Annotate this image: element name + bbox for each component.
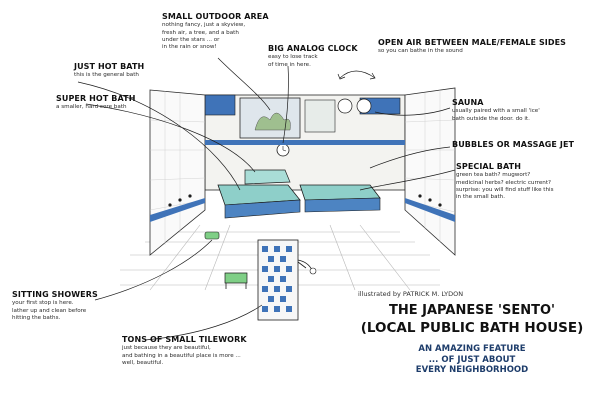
stool-icon xyxy=(204,231,220,240)
tree-icon xyxy=(254,112,291,131)
subtitle: AN AMAZING FEATURE ... OF JUST ABOUT EVE… xyxy=(415,344,529,376)
label-special-bath: SPECIAL BATH green tea bath? mugwort? me… xyxy=(456,162,554,201)
super-hot-bath xyxy=(244,169,291,185)
blue-tile-stripe-right xyxy=(405,198,455,222)
shower-head-icon xyxy=(297,259,313,271)
label-small-tilework: TONS OF SMALL TILEWORK just because they… xyxy=(122,335,247,367)
blue-panel-left xyxy=(204,94,236,116)
label-analog-clock: BIG ANALOG CLOCK easy to lose track of t… xyxy=(268,44,358,68)
label-sauna: SAUNA usually paired with a small 'ice' … xyxy=(452,98,540,122)
special-bath-tile-edge xyxy=(304,197,381,213)
label-bubbles: BUBBLES OR MASSAGE JET xyxy=(452,140,575,149)
shower-spigots xyxy=(168,194,442,207)
round-window-icon xyxy=(337,98,353,114)
left-wall xyxy=(149,89,206,256)
label-outdoor-area: SMALL OUTDOOR AREA nothing fancy, just a… xyxy=(162,12,269,51)
outdoor-window xyxy=(239,97,301,139)
label-hot-bath: JUST HOT BATH this is the general bath xyxy=(74,62,145,79)
label-super-hot-bath: SUPER HOT BATH a smaller, hard core bath xyxy=(56,94,136,111)
page-title: THE JAPANESE 'SENTO' (LOCAL PUBLIC BATH … xyxy=(360,303,584,336)
label-open-air: OPEN AIR BETWEEN MALE/FEMALE SIDES so yo… xyxy=(378,38,567,55)
pillar-tiles xyxy=(262,246,292,312)
hot-bath-tile-edge xyxy=(224,199,301,219)
label-sitting-showers: SITTING SHOWERS your first stop is here.… xyxy=(12,290,98,322)
round-window-icon xyxy=(356,98,372,114)
blue-tile-stripe-back xyxy=(205,140,405,145)
stool-icon xyxy=(224,272,248,284)
blue-tile-stripe-left xyxy=(150,198,205,222)
special-bath xyxy=(299,184,381,201)
outdoor-window-small xyxy=(304,99,336,133)
illustrator-credit: illustrated by PATRICK M. LYDON xyxy=(358,290,464,298)
leader-lines xyxy=(77,57,456,341)
